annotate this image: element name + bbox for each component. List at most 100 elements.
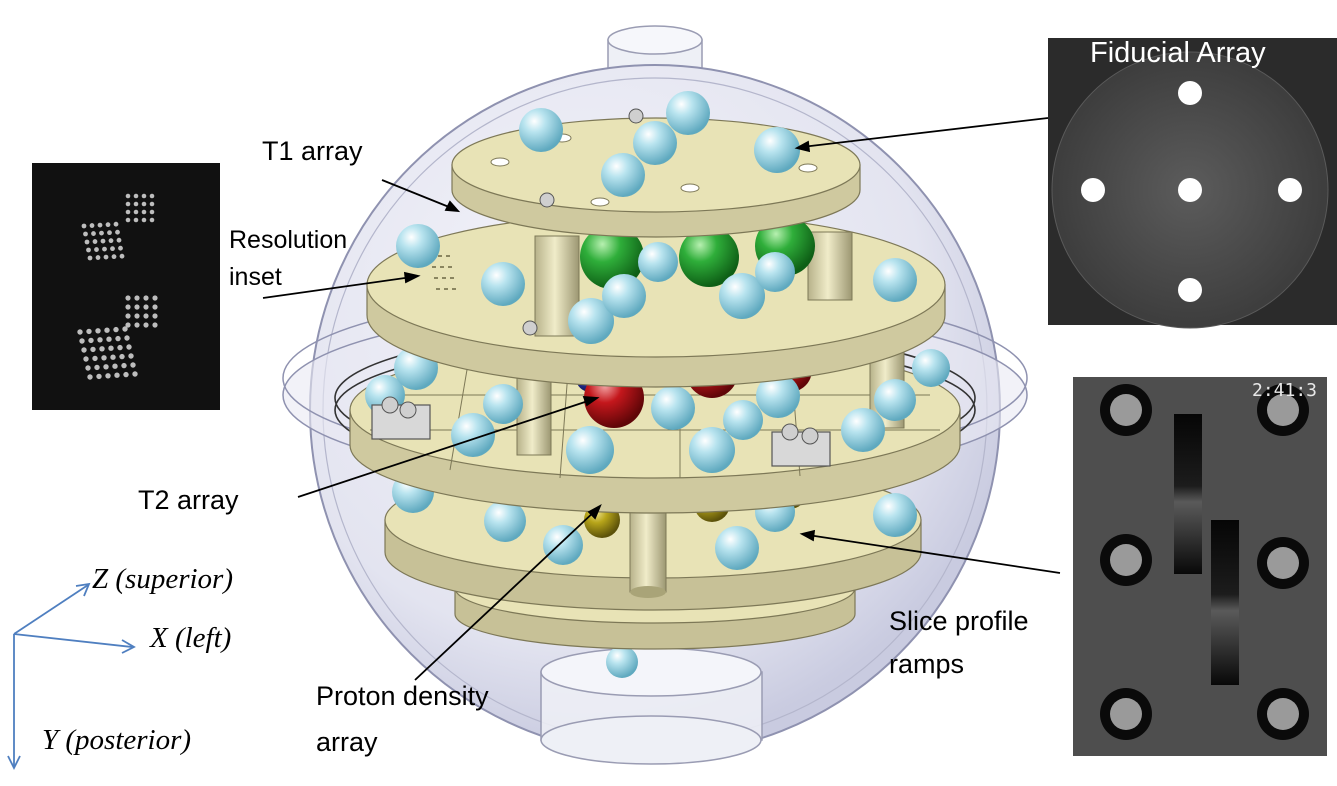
phantom-model	[282, 25, 1028, 765]
ramp-lower	[1211, 520, 1239, 685]
resolution-dot	[81, 347, 87, 353]
resolution-dot	[149, 201, 155, 207]
clamp-right	[771, 423, 831, 467]
resolution-dot	[81, 223, 87, 229]
label-t1-array: T1 array	[262, 136, 363, 166]
resolution-dot	[97, 222, 103, 228]
resolution-dot	[103, 364, 109, 370]
resolution-dot	[141, 193, 147, 199]
fiducial-dot	[1178, 178, 1202, 202]
resolution-dot	[108, 238, 114, 244]
fiducial-array-image	[1048, 38, 1337, 329]
resolution-dot	[108, 345, 114, 351]
resolution-dot	[84, 239, 90, 245]
fiducial-dot	[1081, 178, 1105, 202]
resolution-dot	[113, 326, 119, 333]
resolution-dot	[104, 327, 110, 333]
resolution-dot	[85, 365, 91, 371]
resolution-dot	[122, 326, 128, 332]
label-slice-profile-line2: ramps	[889, 649, 965, 679]
label-resolution-inset-line1: Resolution	[229, 226, 348, 254]
label-proton-density-line2: array	[316, 727, 378, 757]
resolution-dot	[143, 313, 149, 319]
vial-ring	[1100, 384, 1309, 740]
resolution-dot	[86, 328, 92, 335]
resolution-dot	[94, 247, 99, 252]
resolution-dot	[87, 255, 93, 261]
resolution-dot	[125, 295, 131, 301]
resolution-dot	[152, 313, 158, 319]
resolution-dot	[130, 362, 136, 368]
plate-fl4	[366, 212, 946, 388]
resolution-dot	[123, 371, 129, 378]
label-proton-density-line1: Proton density	[316, 681, 489, 711]
resolution-dot	[143, 304, 149, 310]
coordinate-axes	[7, 582, 136, 771]
resolution-dot	[152, 322, 158, 328]
resolution-dot	[113, 221, 119, 227]
resolution-dot	[87, 374, 93, 380]
fiducial-dot	[1178, 81, 1202, 105]
resolution-dot	[77, 329, 83, 335]
resolution-dot	[114, 372, 120, 378]
resolution-dot	[118, 245, 123, 251]
resolution-dot	[143, 295, 149, 301]
resolution-dot	[95, 328, 101, 334]
resolution-dot	[128, 353, 134, 359]
resolution-dot	[125, 322, 131, 328]
resolution-dot	[134, 295, 140, 301]
resolution-dot	[101, 355, 107, 361]
resolution-dot	[141, 217, 147, 223]
resolution-dot	[100, 238, 106, 244]
resolution-dot	[110, 246, 115, 252]
axis-label-z: Z (superior)	[92, 563, 233, 595]
resolution-dot	[92, 239, 98, 244]
slice-profile-timer: 2:41:3	[1252, 380, 1318, 401]
resolution-dot	[88, 337, 94, 344]
resolution-dot	[117, 344, 123, 351]
resolution-dot	[133, 209, 139, 215]
resolution-dot	[133, 193, 139, 199]
resolution-dot	[134, 322, 140, 328]
resolution-dot	[83, 231, 88, 237]
resolution-dot	[95, 255, 101, 260]
resolution-dot	[125, 217, 131, 223]
axis-label-x: X (left)	[150, 622, 232, 654]
resolution-dot	[149, 217, 155, 223]
resolution-dot	[134, 304, 140, 310]
resolution-dot	[125, 209, 131, 215]
resolution-dot	[102, 246, 107, 252]
resolution-dot	[125, 193, 131, 199]
resolution-dot	[149, 209, 155, 215]
fiducial-dot	[1178, 278, 1202, 302]
resolution-dot	[91, 231, 96, 236]
resolution-dot	[86, 247, 91, 253]
resolution-dot	[125, 201, 131, 207]
resolution-dot	[124, 335, 130, 341]
resolution-dot	[115, 229, 120, 235]
resolution-dot	[106, 336, 112, 342]
label-slice-profile-line1: Slice profile	[889, 606, 1029, 636]
resolution-dot	[99, 230, 104, 236]
resolution-dot	[119, 353, 125, 360]
resolution-dot	[116, 237, 122, 243]
resolution-dot	[107, 230, 112, 236]
resolution-dot	[152, 304, 158, 310]
ramp-upper	[1174, 414, 1202, 574]
axis-label-y: Y (posterior)	[42, 724, 192, 756]
resolution-dot	[92, 355, 98, 362]
resolution-dot	[96, 373, 102, 380]
resolution-dot	[125, 313, 131, 319]
callout-lines	[262, 117, 1061, 681]
label-t2-array: T2 array	[138, 485, 239, 515]
resolution-dot	[115, 335, 121, 342]
resolution-dot	[97, 337, 103, 343]
fiducial-dot	[1278, 178, 1302, 202]
resolution-dot	[99, 346, 105, 352]
resolution-dot	[134, 313, 140, 319]
resolution-dot	[89, 223, 95, 228]
clamp-left	[371, 396, 431, 440]
resolution-dot	[152, 295, 158, 301]
resolution-dot	[83, 356, 89, 362]
